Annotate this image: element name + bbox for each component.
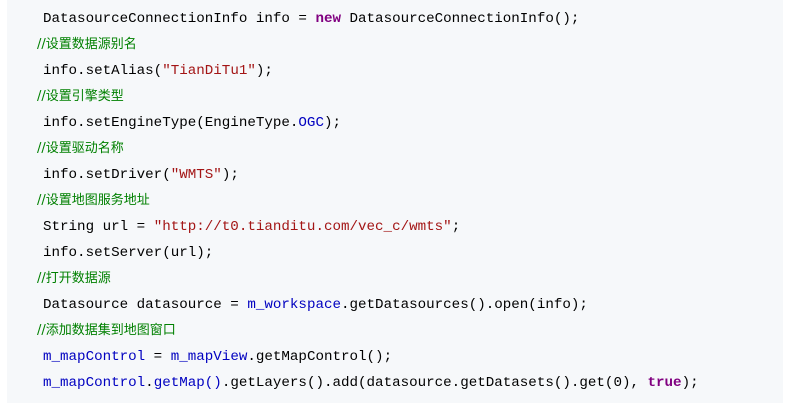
code-comment-line: //添加数据集到地图窗口 [7,318,176,344]
code-block: DatasourceConnectionInfo info = new Data… [7,0,783,403]
code-token: "http://t0.tianditu.com/vec_c/wmts" [153,219,452,235]
code-token: . [145,375,154,391]
code-token: ); [255,63,273,79]
code-token: //设置引擎类型 [37,89,124,104]
code-token: "WMTS" [170,167,222,183]
code-token: //设置地图服务地址 [37,193,150,208]
code-token: .getLayers().add(datasource.getDatasets(… [221,375,648,391]
code-token: m_mapControl [43,375,146,391]
code-token: "TianDiTu1" [162,63,256,79]
code-token: getMap() [153,375,222,391]
code-token: m_mapControl [43,349,146,365]
code-token: //添加数据集到地图窗口 [37,323,176,338]
code-line: info.setServer(url); [7,240,213,266]
code-token: //打开数据源 [37,271,111,286]
code-comment-line: //打开数据源 [7,266,111,292]
code-token: //设置数据源别名 [37,37,137,52]
code-token: String url = [43,219,154,235]
code-line: String url = "http://t0.tianditu.com/vec… [7,214,460,240]
code-line: m_mapControl = m_mapView.getMapControl()… [7,344,392,370]
code-token: ; [451,219,461,235]
code-line: info.setEngineType(EngineType.OGC); [7,110,341,136]
code-line: m_mapControl.getMap().getLayers().add(da… [7,370,699,396]
code-comment-line: //设置驱动名称 [7,136,124,162]
code-token: true [647,375,682,391]
code-token: Datasource datasource = [43,297,248,313]
code-token: m_workspace [247,297,341,313]
code-line: DatasourceConnectionInfo info = new Data… [7,6,579,32]
code-token: OGC [298,115,324,131]
code-token: ); [681,375,699,391]
code-token: info.setAlias( [43,63,163,79]
code-comment-line: //设置引擎类型 [7,84,124,110]
code-line: info.setAlias("TianDiTu1"); [7,58,273,84]
code-token: info.setServer(url); [43,245,214,261]
code-token: DatasourceConnectionInfo(); [341,11,580,27]
code-token: //设置驱动名称 [37,141,124,156]
code-token: ); [323,115,341,131]
code-token: info.setDriver( [43,167,171,183]
code-token: .getDatasources().open(info); [341,297,588,313]
code-token: .getMapControl(); [247,349,393,365]
code-token: info.setEngineType(EngineType. [43,115,299,131]
code-token: DatasourceConnectionInfo info = [43,11,316,27]
code-comment-line: //设置地图服务地址 [7,188,150,214]
code-token: ); [221,167,239,183]
code-token: new [315,11,341,27]
code-line: Datasource datasource = m_workspace.getD… [7,292,588,318]
code-line: info.setDriver("WMTS"); [7,162,239,188]
code-comment-line: //设置数据源别名 [7,32,137,58]
code-token: = [145,349,171,365]
code-token: m_mapView [170,349,248,365]
